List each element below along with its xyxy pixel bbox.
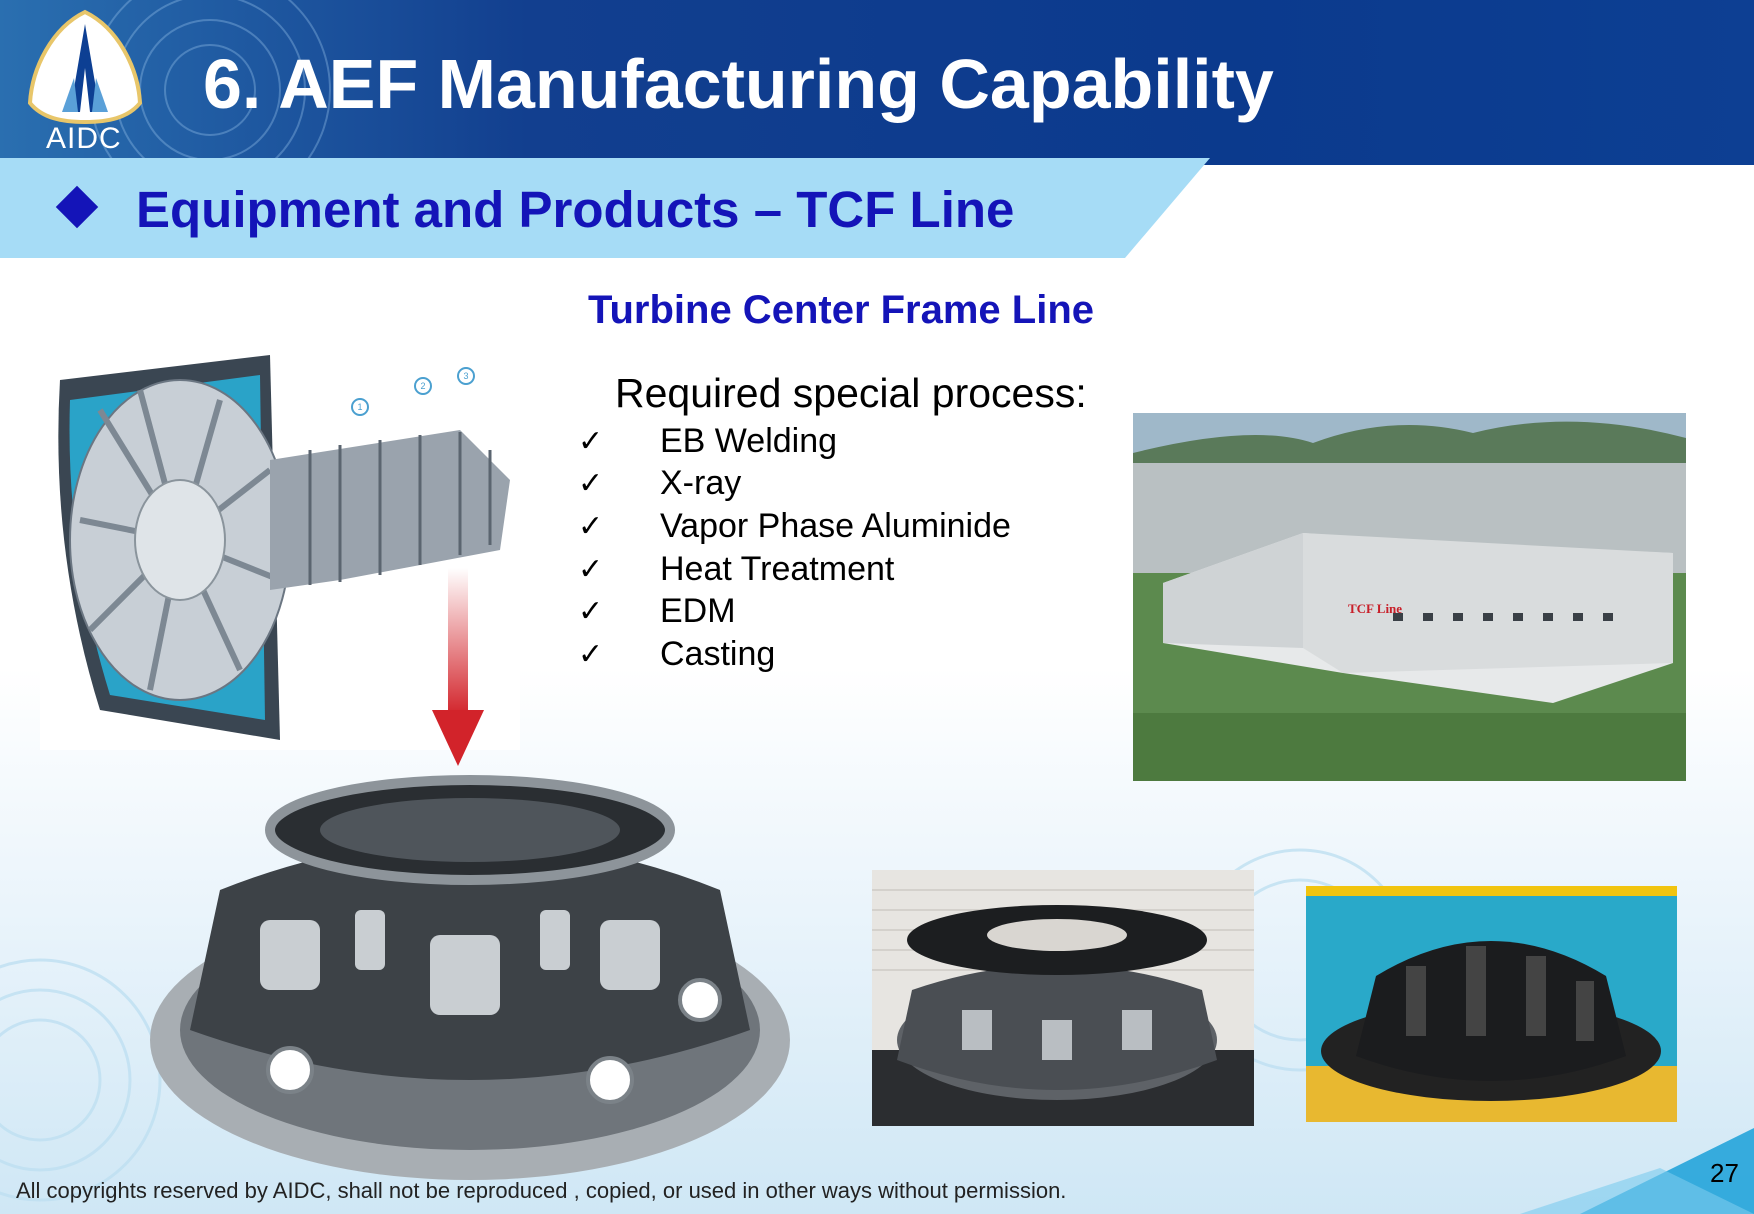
down-arrow-icon: [432, 568, 484, 766]
callout-2: 2: [420, 381, 425, 391]
subheader-title: Equipment and Products – TCF Line: [136, 181, 1015, 238]
page-number: 27: [1710, 1158, 1739, 1188]
subheader-bar: [0, 158, 1210, 258]
fixture-photo-2: [1306, 886, 1677, 1122]
engine-cutaway-image: 1 2 3: [40, 350, 520, 750]
section-title: Turbine Center Frame Line: [588, 288, 1095, 332]
list-item: ✓ Casting: [578, 633, 1011, 676]
list-item: ✓ EDM: [578, 590, 1011, 633]
process-list: ✓ EB Welding ✓ X-ray ✓ Vapor Phase Aluminid…: [578, 420, 1011, 676]
list-item: ✓ Heat Treatment: [578, 548, 1011, 591]
check-icon: ✓: [578, 595, 604, 629]
process-label: Casting: [660, 634, 776, 673]
factory-sign: TCF Line: [1348, 601, 1402, 616]
callout-3: 3: [463, 371, 468, 381]
check-icon: ✓: [578, 467, 604, 501]
list-item: ✓ X-ray: [578, 463, 1011, 506]
check-icon: ✓: [578, 637, 604, 671]
logo-text: AIDC: [46, 122, 122, 155]
process-label: Heat Treatment: [660, 549, 895, 588]
tcf-product-image: [150, 775, 790, 1180]
check-icon: ✓: [578, 552, 604, 586]
check-icon: ✓: [578, 509, 604, 543]
page-number-decoration: [1520, 1128, 1754, 1214]
process-label: EB Welding: [660, 421, 838, 460]
list-item: ✓ Vapor Phase Aluminide: [578, 505, 1011, 548]
callout-1: 1: [357, 402, 362, 412]
fixture-photo-1: [872, 870, 1254, 1126]
required-process-label: Required special process:: [615, 370, 1087, 416]
list-item: ✓ EB Welding: [578, 420, 1011, 463]
aidc-logo: [27, 9, 143, 125]
tcf-factory-photo: TCF Line: [1133, 413, 1686, 781]
process-label: X-ray: [660, 464, 742, 503]
header-bar: [0, 0, 1754, 165]
process-label: EDM: [660, 592, 736, 631]
process-label: Vapor Phase Aluminide: [660, 506, 1011, 545]
check-icon: ✓: [578, 424, 604, 458]
page-title: 6. AEF Manufacturing Capability: [203, 45, 1274, 123]
copyright-notice: All copyrights reserved by AIDC, shall n…: [16, 1178, 1067, 1203]
